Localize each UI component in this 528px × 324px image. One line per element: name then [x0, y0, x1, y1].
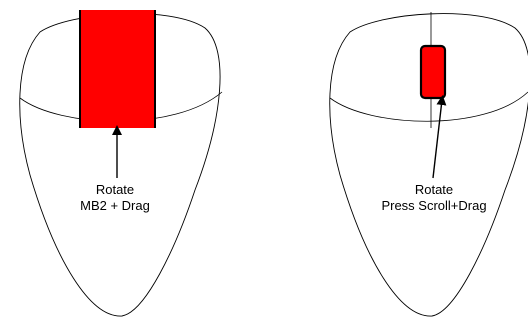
right-mouse-scroll-wheel: [421, 46, 445, 98]
left-mouse: [20, 10, 222, 316]
left-mouse-action-label: Rotate: [40, 182, 190, 198]
left-mouse-instruction-label: MB2 + Drag: [40, 198, 190, 214]
right-mouse-instruction-label: Press Scroll+Drag: [354, 198, 514, 214]
left-mouse-caption: Rotate MB2 + Drag: [40, 182, 190, 214]
right-mouse-action-label: Rotate: [354, 182, 514, 198]
right-mouse-caption: Rotate Press Scroll+Drag: [354, 182, 514, 214]
left-mouse-middle-button: [80, 10, 155, 128]
right-mouse: [330, 12, 528, 316]
